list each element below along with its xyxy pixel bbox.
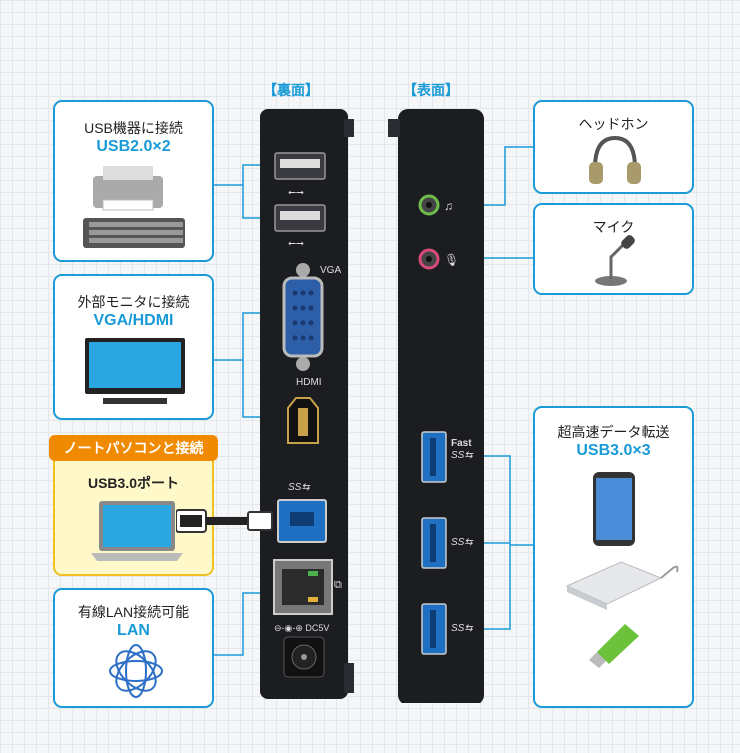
- headphone-icon: [589, 135, 641, 184]
- headphone-card: ヘッドホン: [533, 100, 694, 194]
- usb3-logo-front-2: SS⇆: [451, 537, 473, 548]
- vga-label: VGA: [320, 265, 342, 276]
- pc-card-banner-label: ノートパソコンと接続: [63, 440, 204, 456]
- usb2-card-subtitle: USB2.0×2: [96, 138, 171, 155]
- pc-card-title: USB3.0ポート: [87, 475, 180, 491]
- usb3-logo-front-3: SS⇆: [451, 623, 473, 634]
- network-globe-icon: [109, 644, 163, 698]
- external-hdd-icon: [565, 561, 679, 610]
- front-side-header: 【表面】: [403, 82, 459, 98]
- usb3-card: 超高速データ転送 USB3.0×3: [533, 406, 694, 708]
- usb-flash-drive-icon: [589, 624, 639, 668]
- monitor-card: 外部モニタに接続 VGA/HDMI: [53, 274, 214, 420]
- usb3-card-subtitle: USB3.0×3: [576, 442, 651, 459]
- fast-label: Fast: [451, 438, 472, 449]
- dock-back-panel: ⭠⭢ ⭠⭢ VGA HDMI SS⇆ ⧉ ⊖-◉-⊕ DC5V: [258, 103, 356, 703]
- back-side-header: 【裏面】: [263, 82, 319, 98]
- printer-keyboard-icon: [83, 166, 185, 248]
- svg-text:⭠⭢: ⭠⭢: [288, 187, 304, 198]
- dock-front-panel: ♫ 🎙 Fast SS⇆ SS⇆ SS⇆: [386, 103, 490, 705]
- microphone-icon: [595, 235, 635, 286]
- mic-card: マイク: [533, 203, 694, 295]
- lan-card-title: 有線LAN接続可能: [77, 604, 190, 620]
- usb3-logo-front-1: SS⇆: [451, 450, 473, 461]
- dc-label: ⊖-◉-⊕ DC5V: [274, 623, 330, 633]
- pc-card-banner: ノートパソコンと接続: [49, 435, 218, 461]
- usb-cable-icon: [176, 509, 273, 533]
- usb3-logo-back: SS⇆: [288, 482, 310, 493]
- smartphone-icon: [593, 472, 635, 546]
- usb3-card-title: 超高速データ転送: [557, 424, 670, 440]
- mic-port-icon: 🎙: [444, 253, 460, 267]
- usb2-card: USB機器に接続 USB2.0×2: [53, 100, 214, 262]
- headphone-port-icon: ♫: [444, 199, 453, 213]
- monitor-icon: [85, 338, 185, 404]
- mic-card-title: マイク: [592, 219, 635, 235]
- monitor-card-title: 外部モニタに接続: [77, 294, 190, 310]
- usb2-card-title: USB機器に接続: [84, 120, 183, 136]
- hdmi-label: HDMI: [296, 377, 322, 388]
- laptop-icon: [91, 501, 183, 561]
- svg-text:⭠⭢: ⭠⭢: [288, 238, 304, 249]
- headphone-card-title: ヘッドホン: [578, 116, 649, 132]
- monitor-card-subtitle: VGA/HDMI: [93, 312, 174, 329]
- lan-card-subtitle: LAN: [117, 622, 150, 639]
- lan-card: 有線LAN接続可能 LAN: [53, 588, 214, 708]
- lan-icon: ⧉: [334, 579, 342, 591]
